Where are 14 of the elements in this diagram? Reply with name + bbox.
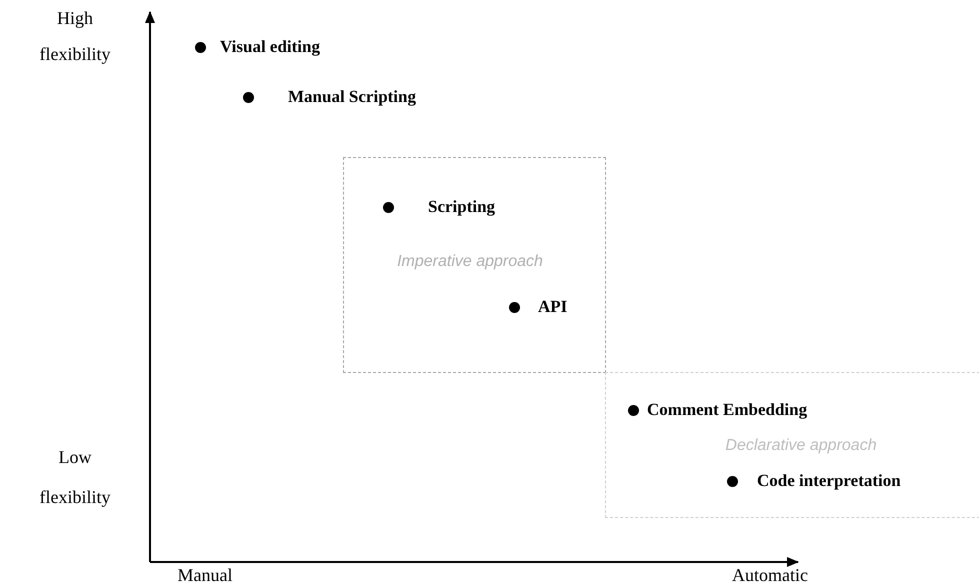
point-label: Scripting: [428, 197, 496, 217]
axis-label: Manual: [176, 565, 234, 585]
axis-label: High flexibility: [38, 7, 112, 66]
point-label: API: [538, 297, 568, 317]
axis-label: Low flexibility: [38, 446, 112, 509]
region-label: Declarative approach: [725, 437, 877, 455]
point-label: Code interpretation: [757, 471, 901, 491]
point-label: Manual Scripting: [288, 87, 416, 107]
point-label: Comment Embedding: [647, 400, 808, 420]
dashed-region: [343, 157, 606, 373]
dashed-region: [605, 372, 979, 518]
point-label: Visual editing: [220, 37, 320, 57]
region-label: Imperative approach: [397, 253, 543, 271]
axis-label: Automatic: [731, 565, 809, 585]
